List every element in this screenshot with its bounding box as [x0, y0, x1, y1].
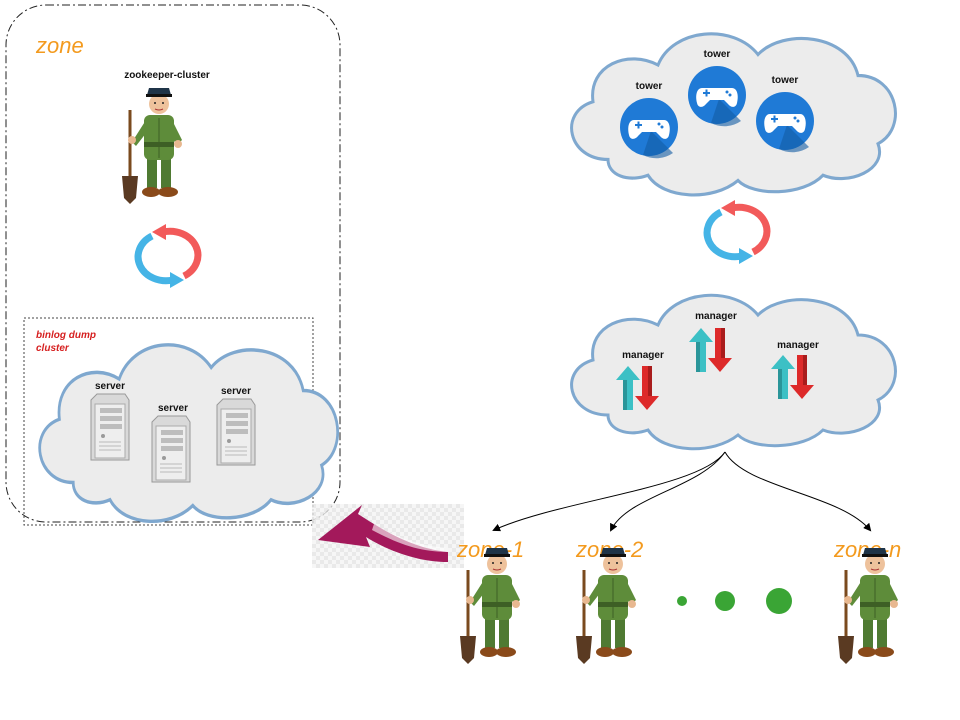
server-icon [151, 415, 191, 483]
report-back-arrow [312, 504, 464, 568]
binlog-note-line2: cluster [36, 343, 70, 354]
dispatch-arrow-zone-2 [610, 451, 726, 532]
tower-cloud: tower tower tower [570, 32, 898, 197]
ellipsis-dots [677, 588, 792, 614]
zone-n-node: zone-n [833, 537, 901, 666]
zone-2-soldier-icon [574, 546, 638, 666]
binlog-note-line1: binlog dump [36, 330, 96, 341]
tower-label: tower [636, 81, 663, 92]
zone-n-soldier-icon [836, 546, 900, 666]
tower-label: tower [772, 75, 799, 86]
manager-label: manager [695, 311, 737, 322]
zone-1-node: zone-1 [456, 537, 524, 666]
tower-label: tower [704, 49, 731, 60]
server-icon [216, 398, 256, 466]
dispatch-arrow-zone-1 [492, 451, 726, 532]
zone-2-node: zone-2 [574, 537, 643, 666]
zookeeper-label: zookeeper-cluster [124, 70, 210, 81]
manager-label: manager [777, 340, 819, 351]
manager-label: manager [622, 350, 664, 361]
ellipsis-dot [766, 588, 792, 614]
zookeeper-soldier-icon [120, 86, 184, 206]
zookeeper-cluster-node: zookeeper-cluster [120, 70, 210, 206]
dispatch-arrow-zone-n [724, 451, 872, 532]
server-label: server [158, 403, 188, 414]
sync-cycle-icon [707, 200, 767, 264]
zone-container: zone [5, 4, 341, 523]
dispatch-arrows [492, 451, 872, 532]
zone-title: zone [35, 33, 84, 58]
ellipsis-dot [715, 591, 735, 611]
server-icon [90, 393, 130, 461]
sync-cycle-icon [138, 224, 198, 288]
ellipsis-dot [677, 596, 687, 606]
manager-cloud: manager manager manager [570, 293, 897, 451]
binlog-dump-cluster: binlog dump cluster server server server [23, 317, 340, 526]
server-label: server [221, 386, 251, 397]
zone-1-soldier-icon [458, 546, 522, 666]
server-label: server [95, 381, 125, 392]
